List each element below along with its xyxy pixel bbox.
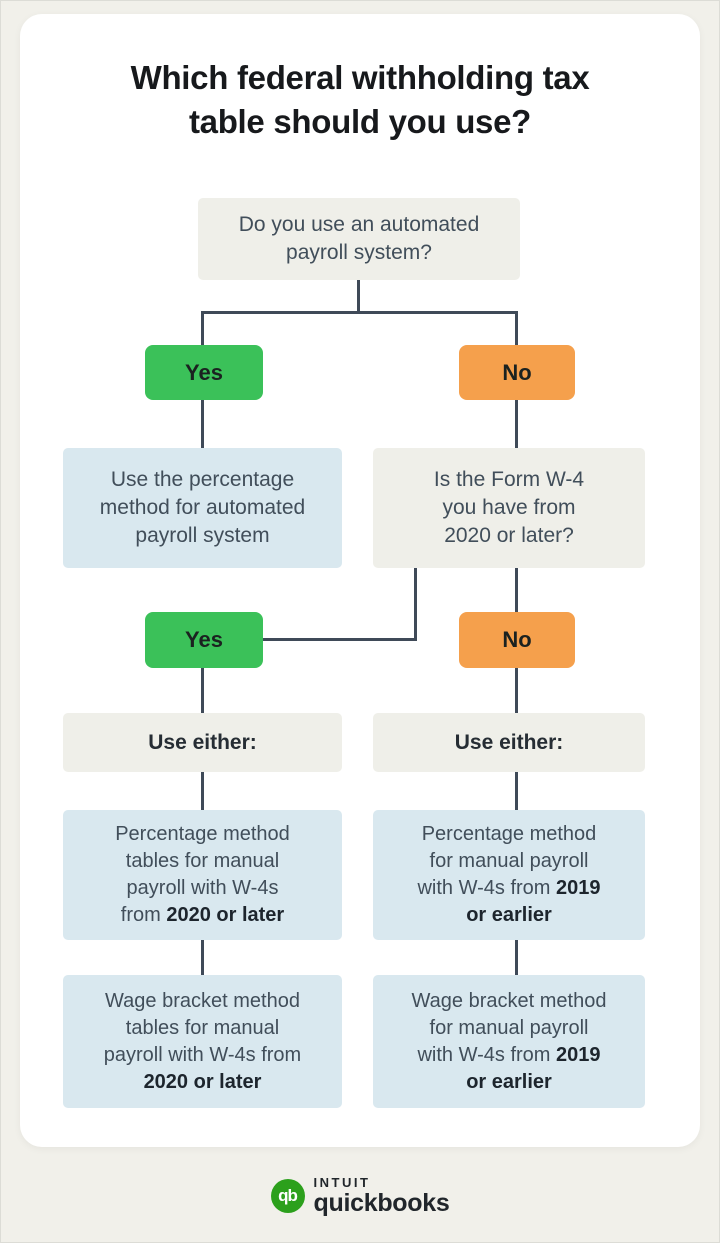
connector-no2-down [515, 668, 518, 713]
connector-branch1-horizontal [201, 311, 518, 314]
use-either-left-box: Use either: [63, 713, 342, 772]
connector-q2-no-down [515, 568, 518, 612]
connector-yes2-down [201, 668, 204, 713]
result-box-wage-bracket-2019: Wage bracket method for manual payroll w… [373, 975, 645, 1108]
quickbooks-logo: qb INTUIT quickbooks [0, 1176, 720, 1216]
question-box-w4-year: Is the Form W-4 you have from 2020 or la… [373, 448, 645, 568]
result-box-percentage-2019: Percentage method for manual payroll wit… [373, 810, 645, 940]
brand-quickbooks: quickbooks [313, 1189, 450, 1217]
brand-intuit: INTUIT [313, 1175, 371, 1190]
connector-branch1-right [515, 311, 518, 345]
page-title: Which federal withholding tax table shou… [130, 59, 590, 140]
question-box-automated-payroll: Do you use an automated payroll system? [198, 198, 520, 280]
connector-q1-down [357, 280, 360, 313]
connector-use-either-right-down [515, 772, 518, 810]
result-box-percentage-2020: Percentage method tables for manual payr… [63, 810, 342, 940]
yes-badge-2: Yes [145, 612, 263, 668]
connector-results-left-down [201, 940, 204, 975]
result-box-automated-percentage: Use the percentage method for automated … [63, 448, 342, 568]
connector-results-right-down [515, 940, 518, 975]
use-either-right-box: Use either: [373, 713, 645, 772]
connector-q2-yes-down [414, 568, 417, 641]
connector-use-either-left-down [201, 772, 204, 810]
no-badge-2: No [459, 612, 575, 668]
connector-no1-down [515, 400, 518, 448]
connector-branch1-left [201, 311, 204, 345]
yes-badge-1: Yes [145, 345, 263, 400]
brand-wordmark: INTUIT quickbooks [313, 1175, 450, 1217]
connector-yes1-down [201, 400, 204, 448]
no-badge-1: No [459, 345, 575, 400]
result-box-wage-bracket-2020: Wage bracket method tables for manual pa… [63, 975, 342, 1108]
qb-monogram-icon: qb [270, 1179, 305, 1213]
connector-q2-yes-horizontal [263, 638, 417, 641]
